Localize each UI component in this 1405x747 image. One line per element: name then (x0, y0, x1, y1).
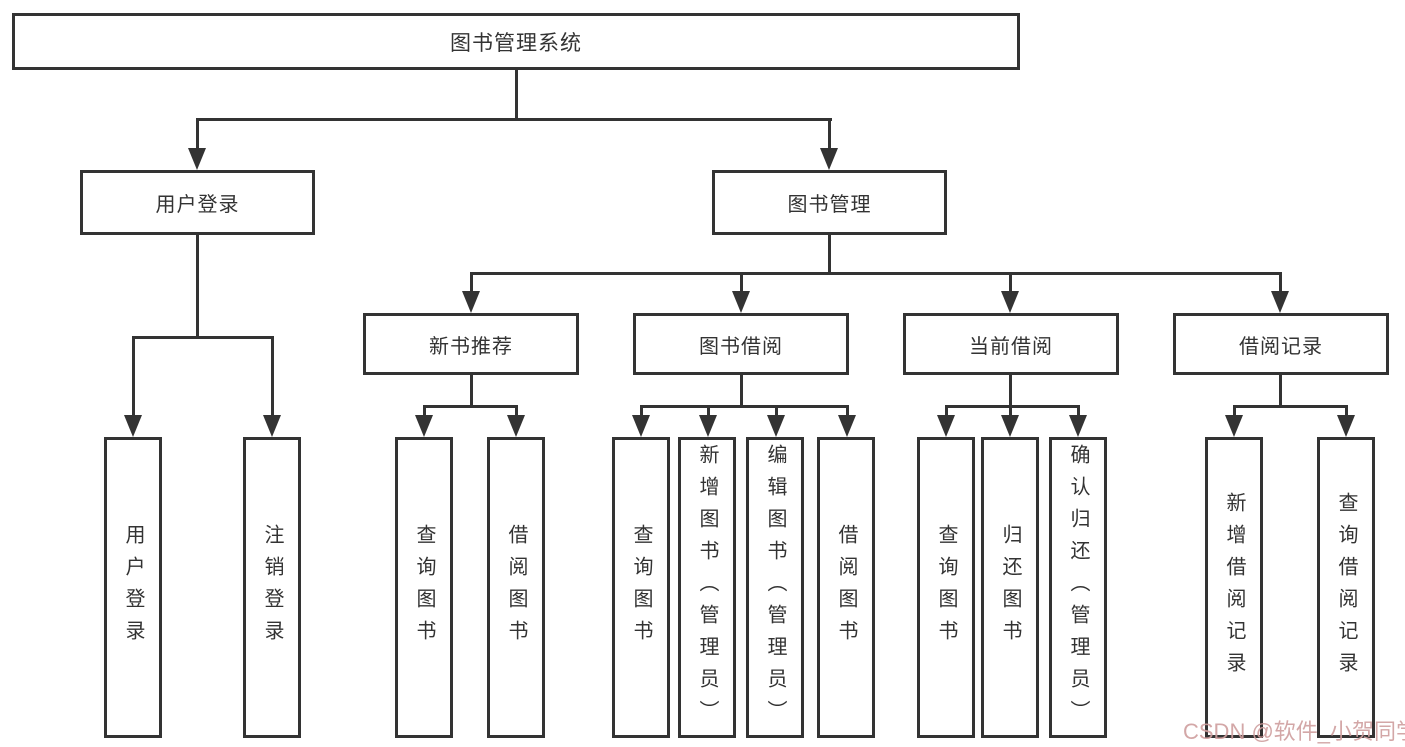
leaf-borrow-books-borrowing: 借阅图书 (817, 437, 875, 738)
connector-split (945, 405, 1080, 408)
leaf-label: 查询图书 (630, 523, 652, 652)
arrowhead-down (732, 291, 750, 313)
leaf-label: 归还图书 (999, 523, 1021, 652)
leaf-borrow-books-recommend: 借阅图书 (487, 437, 545, 738)
connector-stem (1345, 405, 1348, 420)
arrowhead-down (507, 415, 525, 437)
connector-drop (828, 235, 831, 275)
connector-root-drop (515, 70, 518, 121)
arrowhead-down (415, 415, 433, 437)
leaf-label: 查询图书 (935, 523, 957, 652)
leaf-label: 用户登录 (122, 523, 144, 652)
arrowhead-down (1001, 291, 1019, 313)
leaf-query-books-current: 查询图书 (917, 437, 975, 738)
connector-stem (196, 118, 199, 152)
connector-stem (740, 272, 743, 296)
node-borrowing-records: 借阅记录 (1173, 313, 1389, 375)
leaf-add-borrow-record: 新增借阅记录 (1205, 437, 1263, 738)
connector-stem (707, 405, 710, 420)
leaf-label: 借阅图书 (505, 523, 527, 652)
arrowhead-down (820, 148, 838, 170)
leaf-logout: 注销登录 (243, 437, 301, 738)
leaf-query-books-recommend: 查询图书 (395, 437, 453, 738)
arrowhead-down (632, 415, 650, 437)
connector-stem (1233, 405, 1236, 420)
leaf-edit-book-admin: 编辑图书（管理员） (746, 437, 804, 738)
connector-drop (1009, 375, 1012, 408)
connector-stem (828, 118, 831, 152)
connector-stem (945, 405, 948, 420)
watermark-text: CSDN @软件_小贺同学 (1183, 719, 1405, 744)
connector-split (470, 272, 1282, 275)
connector-stem (1009, 272, 1012, 296)
arrowhead-down (1271, 291, 1289, 313)
leaf-label: 确认归还（管理员） (1067, 443, 1089, 732)
connector-split (132, 336, 274, 339)
leaf-confirm-return-admin: 确认归还（管理员） (1049, 437, 1107, 738)
connector-stem (1009, 405, 1012, 420)
connector-stem (846, 405, 849, 420)
arrowhead-down (1337, 415, 1355, 437)
connector-drop (196, 235, 199, 339)
arrowhead-down (1001, 415, 1019, 437)
leaf-label: 新增借阅记录 (1223, 491, 1245, 684)
connector-stem (423, 405, 426, 420)
connector-stem (1077, 405, 1080, 420)
node-current-borrowing: 当前借阅 (903, 313, 1119, 375)
connector-stem (775, 405, 778, 420)
arrowhead-down (1225, 415, 1243, 437)
connector-drop (470, 375, 473, 408)
arrowhead-down (699, 415, 717, 437)
node-new-book-recommendation: 新书推荐 (363, 313, 579, 375)
arrowhead-down (838, 415, 856, 437)
arrowhead-down (462, 291, 480, 313)
node-user-login: 用户登录 (80, 170, 315, 235)
node-library-management-system: 图书管理系统 (12, 13, 1020, 70)
connector-stem (132, 336, 135, 420)
leaf-label: 编辑图书（管理员） (764, 443, 786, 732)
leaf-label: 借阅图书 (835, 523, 857, 652)
connector-stem (515, 405, 518, 420)
leaf-label: 注销登录 (261, 523, 283, 652)
leaf-add-book-admin: 新增图书（管理员） (678, 437, 736, 738)
connector-split (640, 405, 848, 408)
leaf-label: 新增图书（管理员） (696, 443, 718, 732)
leaf-query-books-borrowing: 查询图书 (612, 437, 670, 738)
leaf-return-books: 归还图书 (981, 437, 1039, 738)
connector-split (1233, 405, 1347, 408)
leaf-query-borrow-record: 查询借阅记录 (1317, 437, 1375, 738)
connector-stem (1279, 272, 1282, 296)
node-book-borrowing: 图书借阅 (633, 313, 849, 375)
arrowhead-down (937, 415, 955, 437)
connector-root-split (196, 118, 832, 121)
arrowhead-down (124, 415, 142, 437)
leaf-user-login: 用户登录 (104, 437, 162, 738)
arrowhead-down (1069, 415, 1087, 437)
arrowhead-down (188, 148, 206, 170)
connector-stem (640, 405, 643, 420)
connector-stem (271, 336, 274, 420)
connector-stem (470, 272, 473, 296)
node-book-management: 图书管理 (712, 170, 947, 235)
connector-drop (1279, 375, 1282, 408)
leaf-label: 查询借阅记录 (1335, 491, 1357, 684)
arrowhead-down (767, 415, 785, 437)
connector-drop (740, 375, 743, 408)
arrowhead-down (263, 415, 281, 437)
connector-split (423, 405, 518, 408)
leaf-label: 查询图书 (413, 523, 435, 652)
